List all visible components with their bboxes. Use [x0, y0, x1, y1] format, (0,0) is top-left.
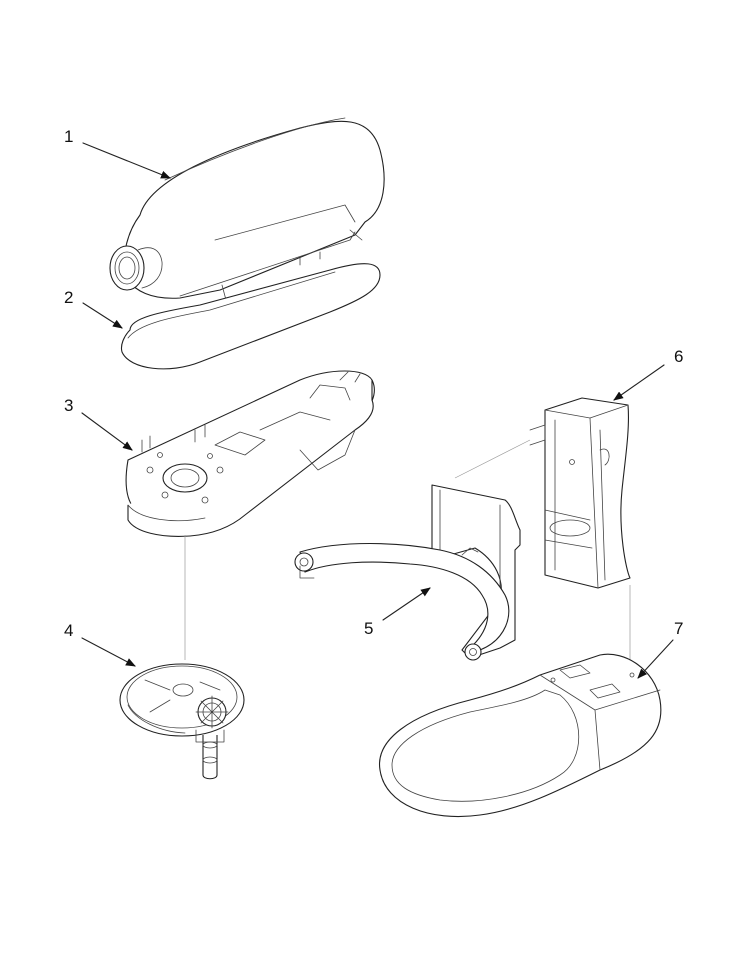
- part-7-base: [379, 653, 662, 818]
- callout-1: 1: [64, 127, 74, 146]
- part-3-gear-case: [125, 370, 375, 537]
- leader-5: [382, 587, 431, 621]
- part-4-gear-plate: [119, 663, 245, 780]
- callout-2: 2: [64, 288, 74, 307]
- part-6-column: [529, 397, 631, 589]
- callout-6: 6: [674, 347, 684, 366]
- leader-3: [81, 412, 133, 451]
- leader-6: [613, 364, 665, 401]
- part-2-trim-band: [120, 263, 381, 370]
- callout-7: 7: [674, 619, 684, 638]
- leader-7: [637, 639, 674, 679]
- leader-2: [82, 302, 123, 329]
- leader-4: [81, 637, 136, 667]
- leader-lines: [81, 142, 674, 679]
- assembly-guide-line-2: [454, 439, 531, 479]
- part-5-bowl-support: [294, 484, 521, 661]
- callout-5: 5: [364, 619, 374, 638]
- callout-3: 3: [64, 396, 74, 415]
- leader-1: [82, 142, 171, 179]
- part-1-motor-housing: [109, 117, 385, 301]
- callout-4: 4: [64, 621, 74, 640]
